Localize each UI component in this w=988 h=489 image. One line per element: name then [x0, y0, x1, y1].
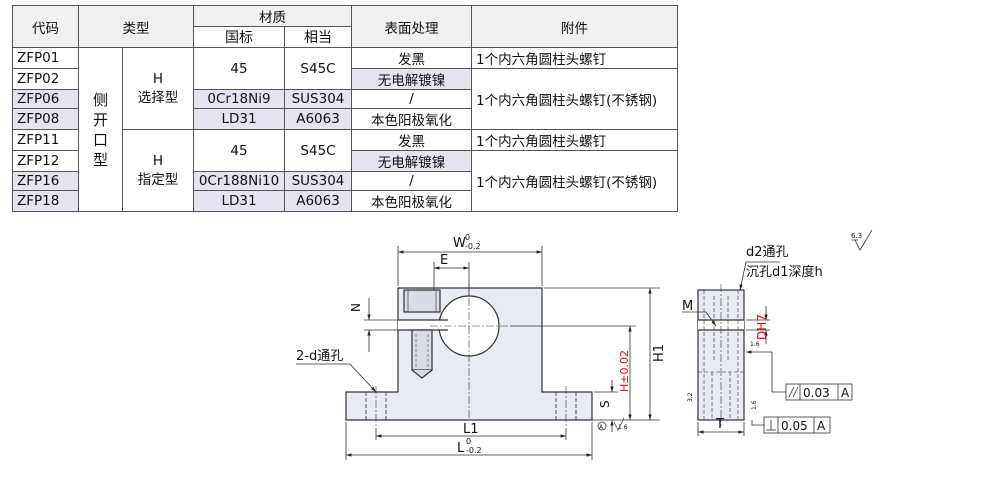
s-label: S — [598, 400, 612, 408]
accessory-cell: 1个内六角圆柱头螺钉(不锈钢) — [471, 150, 678, 212]
d-label: DH7 — [755, 314, 769, 340]
material-equiv: S45C — [284, 129, 352, 172]
type-specify: 指定型 — [137, 171, 179, 188]
type-h: H — [152, 70, 164, 87]
type-select-cell: H 选择型 — [122, 47, 194, 130]
header-code: 代码 — [12, 5, 79, 48]
datum-a-marker — [597, 421, 607, 431]
type-main-char: 口 — [92, 130, 108, 149]
type-h: H — [152, 152, 164, 169]
roughness-symbol — [613, 417, 625, 431]
l-label: L — [457, 441, 465, 456]
roughness-32-side: 3.2 — [687, 392, 694, 402]
e-label: E — [440, 253, 448, 268]
header-surface: 表面处理 — [351, 5, 472, 48]
side-view — [697, 284, 745, 426]
surface-cell: 本色阳极氧化 — [351, 190, 472, 212]
type-main-char: 侧 — [92, 90, 108, 109]
roughness-16-side: 1.6 — [750, 341, 760, 348]
front-view — [345, 284, 593, 428]
perp-value: 0.05 — [781, 419, 808, 433]
d2-label: d2通孔 — [746, 245, 789, 260]
accessory-cell: 1个内六角圆柱头螺钉 — [471, 47, 678, 69]
material-national: 0Cr18Ni9 — [193, 89, 285, 109]
w-tol-lower: -0.2 — [465, 242, 481, 251]
accessory-cell: 1个内六角圆柱头螺钉(不锈钢) — [471, 68, 678, 130]
surface-cell: 无电解镀镍 — [351, 150, 472, 172]
parallel-tolerance-frame: 0.03 A — [785, 383, 853, 401]
l1-label: L1 — [463, 422, 479, 437]
hole-label: 2-d通孔 — [296, 349, 343, 364]
side-dimensions — [682, 261, 786, 436]
general-roughness-symbol: 6.3 — [851, 229, 873, 251]
roughness-16-side-b: 1.6 — [751, 400, 758, 410]
perp-datum: A — [817, 419, 826, 433]
parallel-datum: A — [841, 386, 850, 400]
h1-label: H1 — [652, 344, 667, 362]
roughness-main-value: 6.3 — [851, 232, 862, 240]
code-cell: ZFP12 — [12, 150, 79, 172]
material-national: 45 — [193, 47, 285, 90]
parallel-value: 0.03 — [803, 386, 830, 400]
code-cell: ZFP06 — [12, 89, 79, 109]
l-tol-lower: -0.2 — [466, 446, 482, 455]
spec-table: 代码 类型 材质 表面处理 附件 国标 相当 ZFP01 侧 开 口 型 H 选… — [12, 5, 678, 212]
type-select: 选择型 — [137, 89, 179, 106]
material-national: LD31 — [193, 108, 285, 130]
code-cell: ZFP01 — [12, 47, 79, 69]
type-specify-cell: H 指定型 — [122, 129, 194, 212]
t-label: T — [715, 417, 724, 432]
material-equiv: SUS304 — [284, 89, 352, 109]
w-label: W — [453, 236, 466, 251]
counterbore-label: 沉孔d1深度h — [746, 264, 823, 280]
perpendicular-tolerance-frame: 0.05 A — [763, 416, 831, 434]
material-national: 45 — [193, 129, 285, 172]
type-main-char: 型 — [92, 150, 108, 169]
material-equiv: A6063 — [284, 108, 352, 130]
code-cell: ZFP18 — [12, 190, 79, 212]
type-main-char: 开 — [92, 110, 108, 129]
header-accessory: 附件 — [471, 5, 678, 48]
code-cell: ZFP08 — [12, 108, 79, 130]
l-tol-upper: 0 — [466, 437, 471, 446]
surface-cell: 本色阳极氧化 — [351, 108, 472, 130]
w-tol-upper: 0 — [465, 233, 470, 242]
n-label: N — [349, 303, 363, 312]
front-dimensions — [296, 246, 660, 460]
roughness-16-front: 1.6 — [618, 424, 628, 431]
header-material: 材质 — [193, 5, 352, 27]
h-label: H±0.02 — [618, 350, 631, 392]
m-label: M — [682, 299, 693, 314]
datum-a-text: A — [599, 424, 604, 431]
material-national: 0Cr188Ni10 — [193, 171, 285, 191]
surface-cell: 无电解镀镍 — [351, 68, 472, 90]
material-national: LD31 — [193, 190, 285, 212]
surface-cell: 发黑 — [351, 129, 472, 151]
header-equivalent: 相当 — [284, 26, 352, 48]
